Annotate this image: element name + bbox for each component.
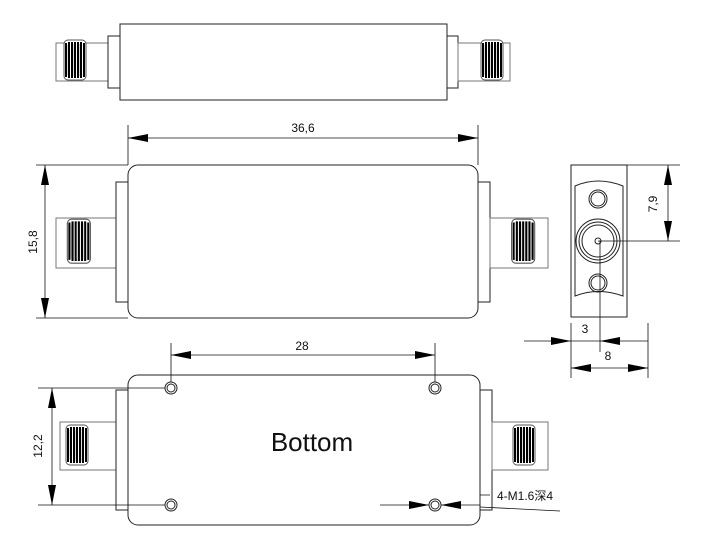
right-thread [510, 218, 536, 265]
height-dimension: 15,8 [26, 230, 40, 254]
bottom-view: Bottom 28 12,2 4-M1.6深4 [31, 339, 561, 526]
side-flange [574, 180, 624, 297]
mount-hole [588, 189, 608, 209]
connector-offset-dimension: 3 [582, 322, 589, 336]
left-flange [115, 181, 129, 303]
left-flange [107, 35, 121, 89]
body-front [127, 164, 479, 319]
hole-spacing-dimension: 28 [295, 339, 309, 353]
front-view: 36,6 15,8 [26, 121, 549, 319]
side-view: 7,9 3 8 [524, 164, 680, 378]
width-dimension: 8 [605, 349, 612, 363]
left-thread [63, 39, 87, 81]
left-flange [115, 389, 129, 511]
hole-vertical-dimension: 12,2 [31, 434, 45, 458]
mount-hole [588, 273, 608, 293]
right-flange [446, 35, 459, 89]
right-flange [477, 181, 491, 303]
top-view [55, 23, 511, 101]
right-flange [479, 389, 493, 511]
left-thread [66, 218, 92, 265]
hole-note: 4-M1.6深4 [497, 489, 553, 503]
offset-dimension: 7,9 [646, 195, 660, 212]
left-thread [65, 424, 89, 466]
body-top [119, 23, 448, 101]
right-thread [512, 424, 536, 466]
bottom-label: Bottom [271, 427, 353, 457]
right-thread [480, 39, 504, 81]
length-dimension: 36,6 [291, 121, 315, 135]
